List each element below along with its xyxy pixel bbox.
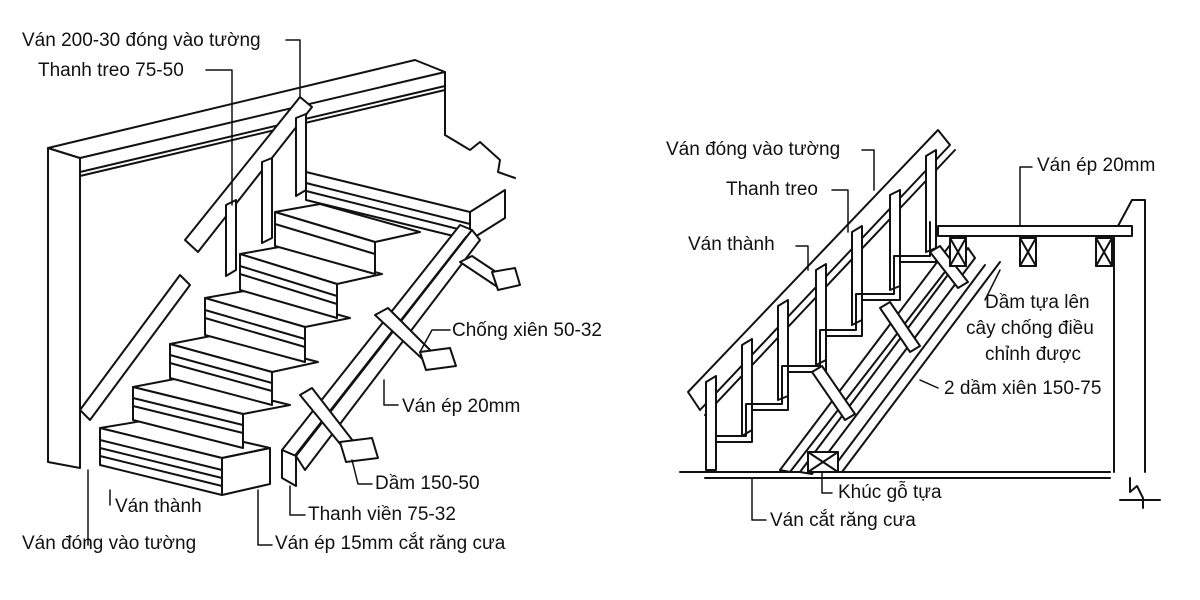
- label-edge-strip-75-32: Thanh viền 75-32: [308, 504, 456, 525]
- left-wall: [48, 60, 515, 468]
- label-side-board: Ván thành: [115, 496, 202, 517]
- label-stringers-150-75: 2 dầm xiên 150-75: [944, 378, 1102, 399]
- label-right-side-board: Ván thành: [688, 234, 775, 255]
- label-brace-50-32: Chống xiên 50-32: [452, 320, 602, 341]
- left-leader-lines: [88, 40, 450, 545]
- left-lower-wall-board: [80, 275, 190, 420]
- label-plywood-20mm: Ván ép 20mm: [402, 396, 521, 417]
- left-edge-strip: [282, 450, 296, 486]
- left-upper-wall-board: [185, 97, 312, 252]
- right-leader-lines: [752, 150, 1032, 520]
- label-support-block: Khúc gỗ tựa: [838, 482, 942, 503]
- label-support-beam-line-3: chỉnh được: [985, 344, 1081, 365]
- label-support-beam-line-2: cây chống điều: [966, 318, 1094, 339]
- left-braces: [300, 256, 520, 462]
- label-hanger-75-50: Thanh treo 75-50: [38, 60, 184, 81]
- label-sawtooth-plywood-15mm: Ván ép 15mm cắt răng cưa: [275, 533, 506, 554]
- label-right-plywood-20mm: Ván ép 20mm: [1037, 155, 1156, 176]
- right-diagram: [680, 130, 1160, 508]
- label-wall-board-200-30: Ván 200-30 đóng vào tường: [22, 30, 261, 51]
- label-right-wall-board: Ván đóng vào tường: [666, 139, 841, 160]
- left-stair-steps: [100, 172, 505, 495]
- label-sawtooth-board: Ván cắt răng cưa: [770, 510, 916, 531]
- left-stringer: [282, 225, 480, 470]
- label-wall-board: Ván đóng vào tường: [22, 533, 197, 554]
- label-support-beam-line-1: Dầm tựa lên: [985, 292, 1090, 313]
- label-right-hanger: Thanh treo: [726, 179, 818, 200]
- label-beam-150-50: Dầm 150-50: [375, 473, 480, 494]
